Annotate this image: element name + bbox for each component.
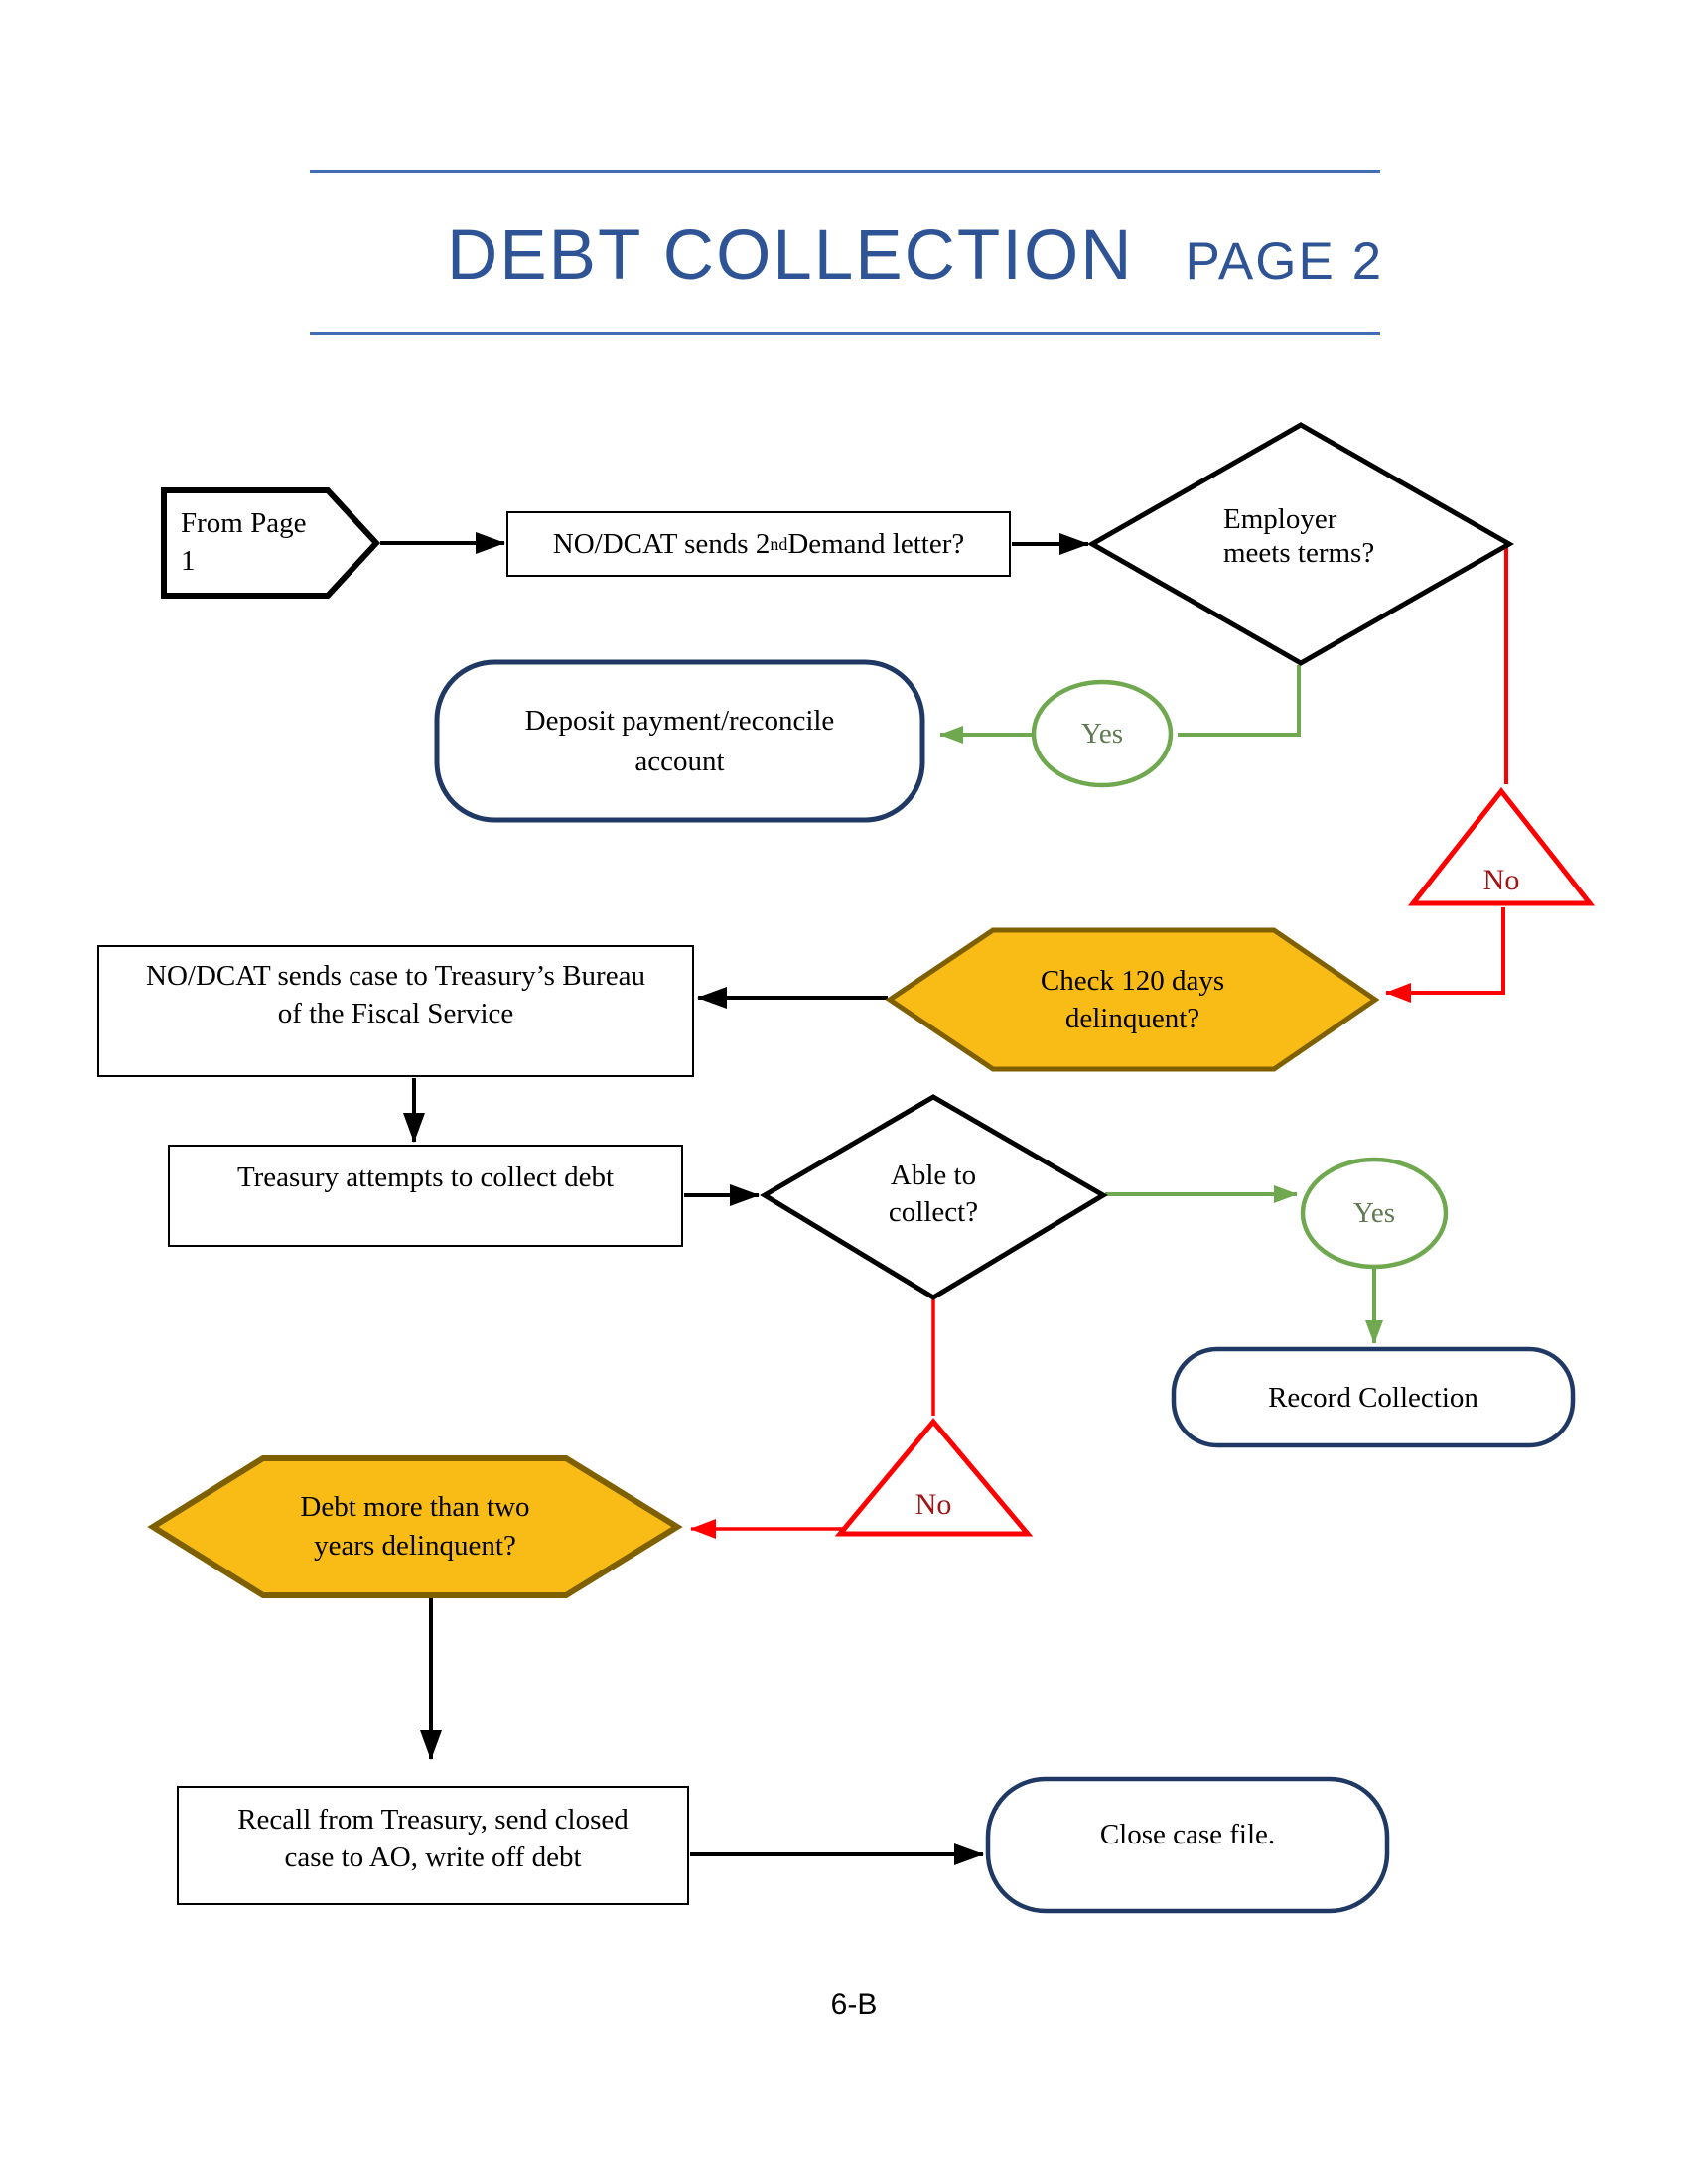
title-rule-top [310,170,1380,173]
node-employer-terms-shape [1086,422,1515,666]
node-treasury-attempts-shape [168,1145,683,1247]
no2-label: No [914,1488,952,1521]
node-no2-shape [834,1418,1034,1537]
node-no1-shape [1407,786,1596,906]
debt-two-years-label: Debt more than two years delinquent? [300,1491,530,1562]
line-employer-yes [1178,665,1301,737]
close-case-label: Close case file. [1099,1818,1276,1850]
page-title: DEBT COLLECTION PAGE 2 [447,220,1383,291]
node-able-collect-shape [760,1094,1108,1300]
node-from-page-shape [161,487,381,599]
page-title-page: PAGE 2 [1185,232,1384,291]
page-title-main: DEBT COLLECTION [447,216,1134,295]
deposit-label: Deposit payment/reconcile account [524,704,835,777]
node-record-collection-shape [1171,1346,1576,1448]
treasury-bureau-label: NO/DCAT sends case to Treasury’s Bureau … [146,960,645,1029]
node-check-120-shape [885,927,1380,1072]
node-debt-two-years-shape [147,1455,683,1598]
node-deposit-shape [434,659,925,823]
employer-terms-label: Employer meets terms? [1223,503,1375,569]
title-rule-bottom [310,332,1380,335]
node-yes2-shape [1300,1157,1449,1270]
record-collection-label: Record Collection [1268,1381,1478,1414]
demand-letter-label-post: Demand letter? [787,528,965,560]
node-yes1-shape [1031,679,1174,788]
node-recall-treasury-shape [177,1786,689,1905]
demand-letter-label-pre: NO/DCAT sends 2 [552,528,771,560]
node-demand-letter-shape [506,511,1011,577]
from-page-label: From Page 1 [181,507,307,577]
yes1-label: Yes [1080,718,1124,750]
treasury-attempts-label: Treasury attempts to collect debt [236,1161,615,1193]
no1-label: No [1482,864,1520,896]
page-number: 6-B [830,1988,878,2021]
yes2-label: Yes [1352,1197,1396,1229]
able-collect-label: Able to collect? [888,1160,979,1228]
node-close-case-shape [985,1776,1390,1914]
node-treasury-bureau-shape [97,945,694,1077]
arrow-no1-to-check120 [1385,907,1505,1003]
recall-treasury-label: Recall from Treasury, send closed case t… [237,1804,629,1873]
check-120-label: Check 120 days delinquent? [1040,965,1225,1034]
